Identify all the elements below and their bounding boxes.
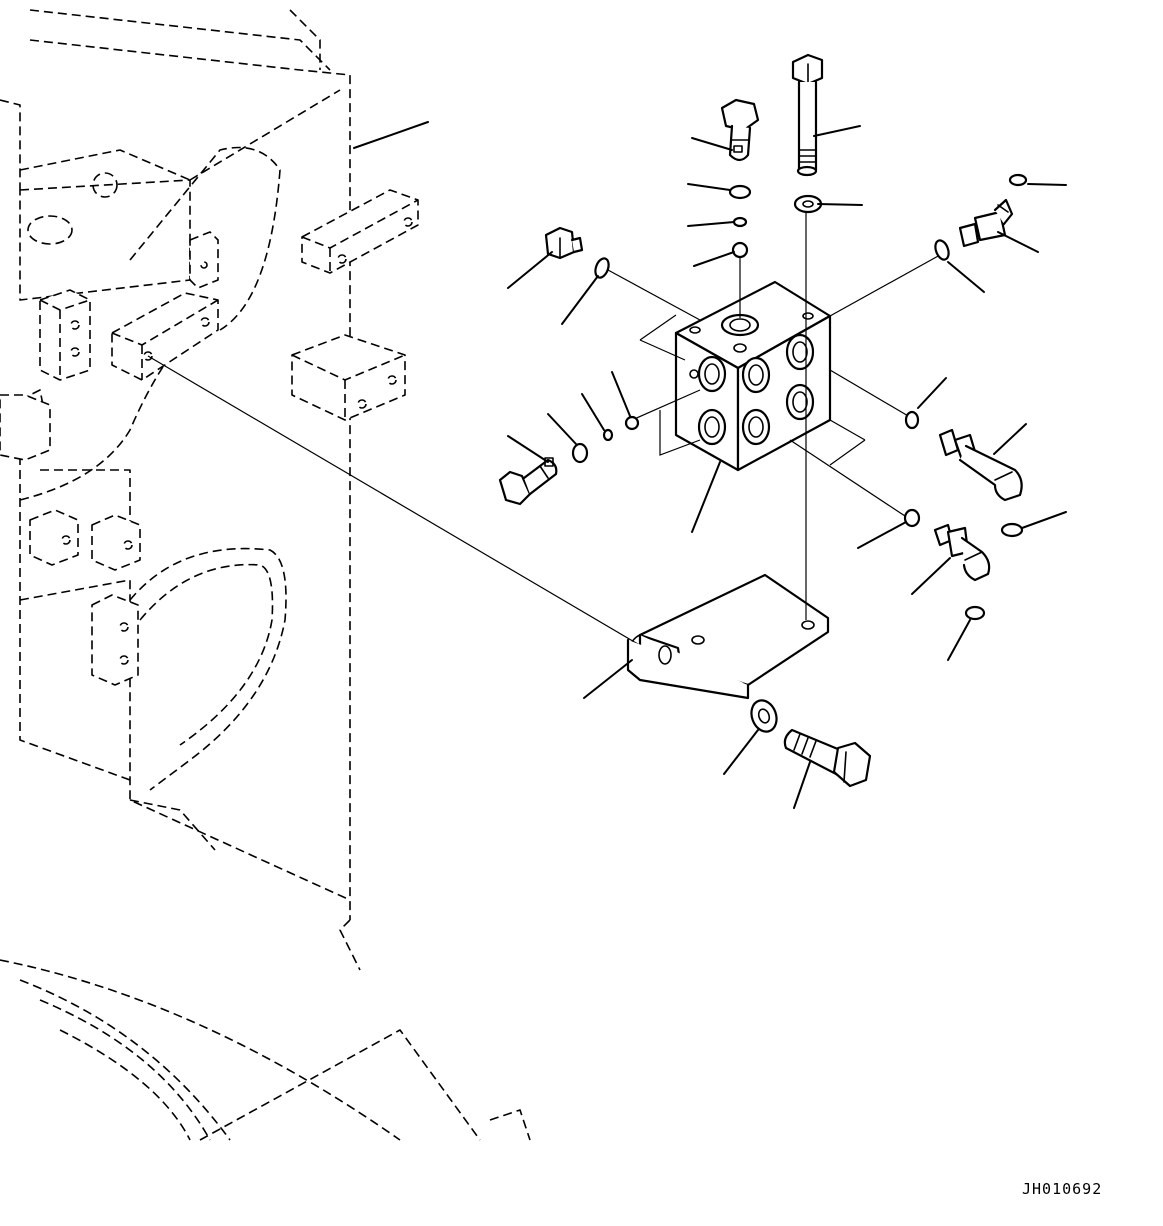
assembly-line bbox=[147, 355, 649, 651]
frame-mount-block bbox=[301, 189, 419, 274]
frame-mount-block bbox=[0, 394, 51, 461]
frame-mount-block bbox=[291, 334, 406, 421]
o-ring bbox=[728, 184, 752, 200]
o-ring bbox=[1008, 173, 1028, 187]
frame-mount-block bbox=[39, 289, 91, 381]
washer bbox=[750, 699, 778, 733]
elbow-fitting-small bbox=[933, 523, 991, 582]
o-ring bbox=[624, 415, 640, 431]
frame-mount-block bbox=[29, 509, 79, 566]
o-ring bbox=[1000, 522, 1024, 538]
o-ring bbox=[732, 216, 748, 228]
frame-mount-block bbox=[111, 292, 219, 381]
drawing-code: JH010692 bbox=[1022, 1180, 1102, 1198]
o-ring bbox=[904, 410, 920, 430]
o-ring bbox=[934, 239, 950, 261]
frame-mount-block bbox=[91, 594, 139, 686]
elbow-fitting bbox=[958, 198, 1014, 248]
valve-block bbox=[674, 280, 832, 472]
leader-lines bbox=[353, 121, 1067, 809]
frame-mount-block bbox=[91, 514, 141, 571]
o-ring bbox=[594, 257, 610, 279]
o-ring bbox=[602, 428, 614, 442]
machine-frame bbox=[0, 9, 531, 1141]
o-ring bbox=[903, 508, 921, 528]
long-bolt bbox=[791, 53, 824, 177]
o-ring bbox=[964, 605, 986, 621]
elbow-fitting-right bbox=[938, 428, 1023, 502]
banjo-bolt bbox=[720, 98, 760, 162]
mounting-bracket bbox=[626, 573, 830, 700]
assembly-lines bbox=[607, 208, 941, 620]
frame-mount-block bbox=[189, 231, 219, 289]
o-ring bbox=[571, 442, 589, 464]
o-ring bbox=[731, 241, 749, 259]
banjo-bolt-left bbox=[498, 457, 558, 506]
mounting-bolt bbox=[783, 728, 872, 788]
